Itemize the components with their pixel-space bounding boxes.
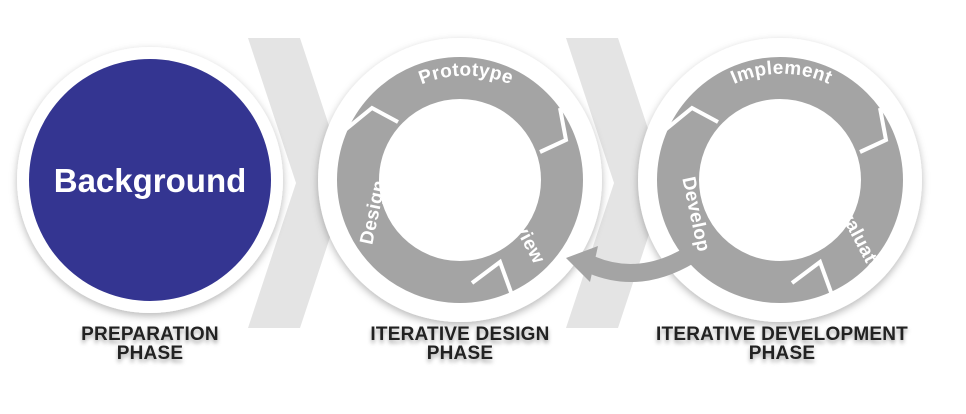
preparation-caption-line2: PHASE (116, 343, 184, 364)
curved-arrow-icon (566, 246, 695, 282)
design-ring (337, 57, 583, 303)
development-phase-caption: ITERATIVE DEVELOPMENT PHASE (622, 325, 942, 363)
design-caption-line1: ITERATIVE DESIGN (370, 324, 550, 345)
design-caption-line2: PHASE (426, 343, 494, 364)
development-ring (657, 57, 903, 303)
development-ring-separators (663, 105, 889, 296)
background-circle (29, 59, 271, 301)
design-phase-caption: ITERATIVE DESIGN PHASE (300, 325, 620, 363)
preparation-phase-caption: PREPARATION PHASE (0, 325, 310, 363)
background-label: Background (54, 162, 247, 199)
preparation-caption-line1: PREPARATION (81, 324, 219, 345)
development-caption-line2: PHASE (748, 343, 816, 364)
development-caption-line1: ITERATIVE DEVELOPMENT (656, 324, 908, 345)
design-ring-separators (343, 105, 569, 296)
chevron-divider-left (248, 38, 348, 328)
